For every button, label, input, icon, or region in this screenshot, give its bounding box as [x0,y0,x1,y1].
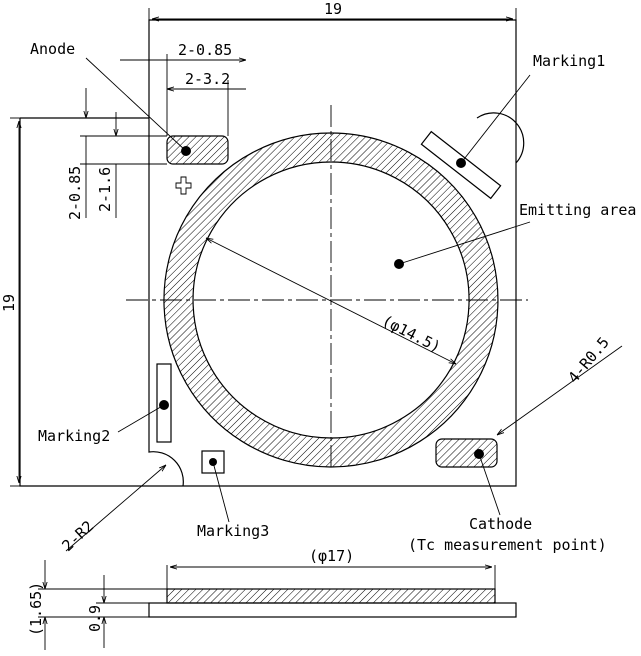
dim-thickness-1-65: (1.65) [27,582,45,636]
anode-plus-mark [175,176,192,195]
dim-radius-r2: 2-R2 [58,517,97,555]
dim-pad-3-2: 2-3.2 [185,70,230,88]
dim-thickness-0-9: 0.9 [86,605,104,632]
dim-height-19: 19 [0,294,18,312]
dim-diameter-14-5-line [206,238,456,364]
side-view-resin [166,588,496,604]
label-marking1: Marking1 [533,52,605,70]
side-view-substrate [148,602,517,618]
anode-pad [166,135,229,165]
dim-radius-r0-5: 4-R0.5 [564,333,613,386]
dim-width-19: 19 [324,0,342,18]
label-marking2: Marking2 [38,427,110,445]
package-outline [19,19,525,487]
label-emitting-area: Emitting area [519,201,636,219]
label-anode: Anode [30,40,75,58]
emitting-ring [163,132,499,468]
label-marking3: Marking3 [197,522,269,540]
label-cathode: Cathode [469,515,532,533]
dim-pad-0-85-h: 2-0.85 [178,41,232,59]
cathode-pad [435,438,498,468]
label-tc-point: (Tc measurement point) [408,536,607,554]
dim-diameter-14-5: (φ14.5) [379,312,444,357]
dim-pad-1-6: 2-1.6 [96,167,114,212]
dim-diameter-17: (φ17) [309,547,354,565]
dim-pad-0-85-v: 2-0.85 [66,166,84,220]
